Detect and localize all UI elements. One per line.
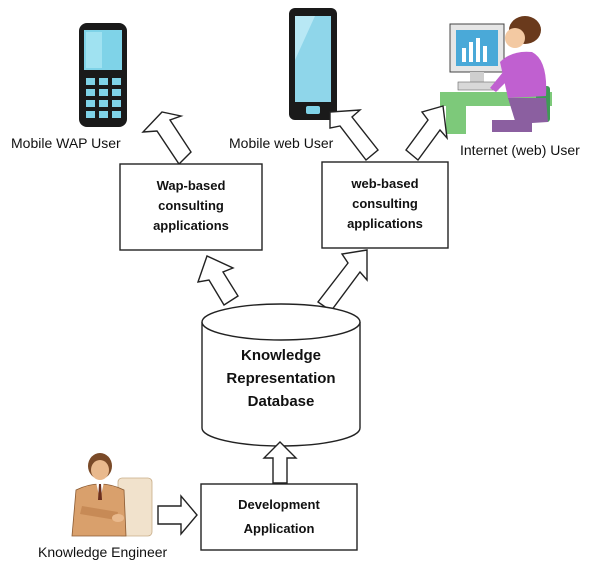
- wap-consulting-app-box: Wap-based consulting applications: [119, 163, 263, 251]
- feature-phone-icon: [79, 23, 127, 127]
- desktop-user-icon: [440, 16, 552, 134]
- database-line-1: Knowledge: [241, 347, 321, 364]
- dev-app-line-2: Application: [244, 521, 315, 536]
- arrow-engineer-to-dev-app: [157, 494, 198, 536]
- knowledge-database-cylinder: Knowledge Representation Database: [201, 303, 361, 447]
- mobile-web-user-label: Mobile web User: [229, 135, 334, 151]
- arrow-web-to-internet-user: [405, 105, 448, 162]
- web-app-line-2: consulting: [352, 196, 418, 211]
- database-line-2: Representation: [226, 370, 335, 387]
- database-line-3: Database: [248, 393, 315, 410]
- arrow-wap-to-mobile-wap-user: [141, 111, 192, 166]
- internet-web-user-label: Internet (web) User: [460, 142, 580, 158]
- knowledge-engineer-label: Knowledge Engineer: [38, 544, 168, 560]
- dev-app-line-1: Development: [238, 497, 320, 512]
- arrow-database-to-wap-app: [196, 255, 239, 306]
- engineer-icon: [71, 453, 153, 537]
- wap-app-line-3: applications: [153, 218, 229, 233]
- arrow-dev-app-to-database: [262, 441, 298, 484]
- arrow-database-to-web-app: [316, 249, 368, 312]
- development-application-box: Development Application: [200, 483, 358, 551]
- arrow-web-to-mobile-web-user: [329, 109, 379, 162]
- wap-app-line-1: Wap-based: [157, 178, 226, 193]
- wap-app-line-2: consulting: [158, 198, 224, 213]
- mobile-wap-user-label: Mobile WAP User: [11, 135, 121, 151]
- smartphone-icon: [289, 8, 337, 120]
- web-app-line-1: web-based: [350, 176, 418, 191]
- web-app-line-3: applications: [347, 216, 423, 231]
- web-consulting-app-box: web-based consulting applications: [321, 161, 449, 249]
